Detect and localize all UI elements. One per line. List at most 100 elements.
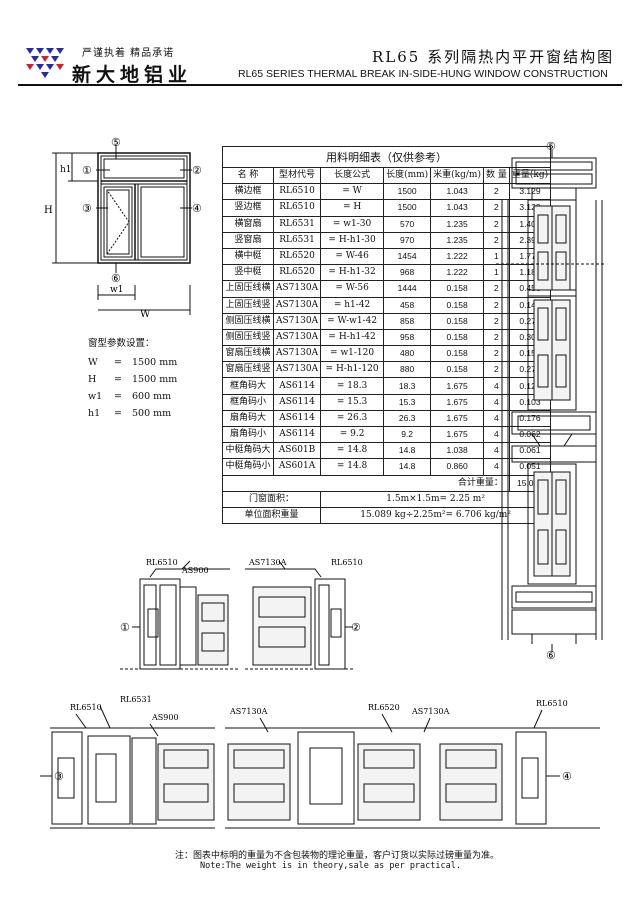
dim-H-label: H bbox=[44, 205, 53, 216]
dim-h1-label: h1 bbox=[60, 165, 72, 175]
table-cell: 窗扇压线竖 bbox=[222, 361, 274, 379]
param-value: 1500 mm bbox=[132, 357, 178, 368]
table-cell: AS6114 bbox=[272, 377, 322, 395]
section-2-drawing: AS7130A RL6510 ② bbox=[245, 558, 363, 670]
company-slogan: 严谨执着 精品承诺 bbox=[82, 48, 175, 59]
section-bottom-label-as7130a-1: AS7130A bbox=[229, 707, 268, 716]
table-cell: 0.158 bbox=[430, 280, 484, 298]
table-cell: AS7130A bbox=[272, 280, 322, 298]
param-key: w1 bbox=[88, 391, 103, 402]
material-table: 用料明细表（仅供参考） 名 称型材代号长度公式长度(mm)米重(kg/m)数 量… bbox=[221, 146, 552, 525]
table-cell: 1.675 bbox=[430, 409, 484, 428]
weight-note-en: Note:The weight is in theory,sale as per… bbox=[200, 861, 461, 871]
window-elevation-diagram: H h1 w1 W ① ② ③ ④ ⑤ ⑥ bbox=[44, 136, 202, 320]
table-cell: = w1-30 bbox=[320, 215, 385, 233]
table-cell: RL6510 bbox=[272, 199, 322, 217]
title-english: RL65 SERIES THERMAL BREAK IN-SIDE-HUNG W… bbox=[238, 68, 608, 80]
table-cell: 中梃角码大 bbox=[222, 442, 274, 460]
table-cell: 窗扇压线横 bbox=[222, 345, 274, 363]
table-cell: = W-46 bbox=[320, 247, 385, 266]
table-header-cell: 名 称 bbox=[222, 166, 274, 185]
table-cell: = W-56 bbox=[320, 280, 385, 298]
table-cell: = 26.3 bbox=[320, 409, 385, 428]
table-cell: 竖窗扇 bbox=[222, 231, 274, 249]
section-2-label-as7130a: AS7130A bbox=[248, 558, 287, 567]
dim-w1-label: w1 bbox=[110, 285, 123, 295]
param-eq: = bbox=[114, 374, 122, 385]
table-cell: 1.235 bbox=[430, 231, 484, 249]
table-cell: 1.038 bbox=[430, 442, 484, 460]
section-bottom-label-as7130a-2: AS7130A bbox=[411, 707, 450, 716]
table-cell: AS7130A bbox=[272, 345, 322, 363]
param-row: H=1500 mm bbox=[88, 371, 177, 388]
marker-3: ③ bbox=[82, 202, 92, 215]
param-value: 500 mm bbox=[132, 408, 172, 419]
table-cell: AS601B bbox=[272, 442, 322, 460]
table-cell: 竖边框 bbox=[222, 199, 274, 217]
params-heading: 窗型参数设置： bbox=[88, 338, 155, 349]
table-cell: = 14.8 bbox=[320, 442, 385, 460]
table-cell: 横窗扇 bbox=[222, 215, 274, 233]
section-2-label-rl6510: RL6510 bbox=[331, 558, 363, 567]
table-cell: 1.675 bbox=[430, 377, 484, 395]
marker-6: ⑥ bbox=[111, 272, 121, 285]
marker-3-section: ③ bbox=[54, 770, 64, 783]
table-cell: 18.3 bbox=[383, 377, 432, 395]
marker-1: ① bbox=[82, 164, 92, 177]
company-logo bbox=[26, 48, 64, 78]
param-key: H bbox=[88, 374, 97, 385]
table-cell: AS601A bbox=[272, 458, 322, 476]
marker-4: ④ bbox=[192, 202, 202, 215]
table-cell: = h1-42 bbox=[320, 296, 385, 314]
marker-5-section: ⑤ bbox=[546, 140, 556, 153]
marker-1-section: ① bbox=[120, 621, 130, 634]
table-cell: 0.158 bbox=[430, 361, 484, 379]
param-key: h1 bbox=[88, 408, 101, 419]
table-cell: AS7130A bbox=[272, 312, 322, 330]
table-header-cell: 长度公式 bbox=[320, 166, 385, 185]
table-cell: 0.158 bbox=[430, 328, 484, 347]
table-cell: 1500 bbox=[383, 183, 432, 201]
param-eq: = bbox=[114, 357, 122, 368]
table-cell: 横中梃 bbox=[222, 247, 274, 266]
table-cell: = W-w1-42 bbox=[320, 312, 385, 330]
table-cell: 1.043 bbox=[430, 183, 484, 201]
table-cell: 0.158 bbox=[430, 345, 484, 363]
marker-2: ② bbox=[192, 164, 202, 177]
dim-W-label: W bbox=[140, 309, 151, 320]
table-cell: 上固压线横 bbox=[222, 280, 274, 298]
table-cell: RL6510 bbox=[272, 183, 322, 201]
param-eq: = bbox=[114, 391, 122, 402]
table-cell: AS7130A bbox=[272, 361, 322, 379]
table-cell: 0.158 bbox=[430, 312, 484, 330]
table-cell: AS7130A bbox=[272, 296, 322, 314]
param-eq: = bbox=[114, 408, 122, 419]
table-cell: 1.043 bbox=[430, 199, 484, 217]
section-bottom-label-rl6531: RL6531 bbox=[120, 695, 152, 704]
table-cell: 880 bbox=[383, 361, 432, 379]
table-cell: RL6531 bbox=[272, 215, 322, 233]
table-cell: = H bbox=[320, 199, 385, 217]
table-cell: = 15.3 bbox=[320, 393, 385, 411]
param-row: w1=600 mm bbox=[88, 388, 177, 405]
table-cell: 958 bbox=[383, 328, 432, 347]
table-cell: 480 bbox=[383, 345, 432, 363]
table-cell: 26.3 bbox=[383, 409, 432, 428]
section-1-drawing: RL6510 AS900 ① bbox=[120, 558, 240, 670]
section-bottom-label-as900: AS900 bbox=[151, 713, 179, 722]
marker-6-section: ⑥ bbox=[546, 649, 556, 660]
table-cell: RL6531 bbox=[272, 231, 322, 249]
total-label: 合计重量： bbox=[222, 474, 510, 492]
weight-note-cn: 注：图表中标明的重量为不含包装物的理论重量，客户订货以实际过磅重量为准。 bbox=[175, 851, 500, 861]
table-cell: AS6114 bbox=[272, 409, 322, 428]
table-cell: 1444 bbox=[383, 280, 432, 298]
